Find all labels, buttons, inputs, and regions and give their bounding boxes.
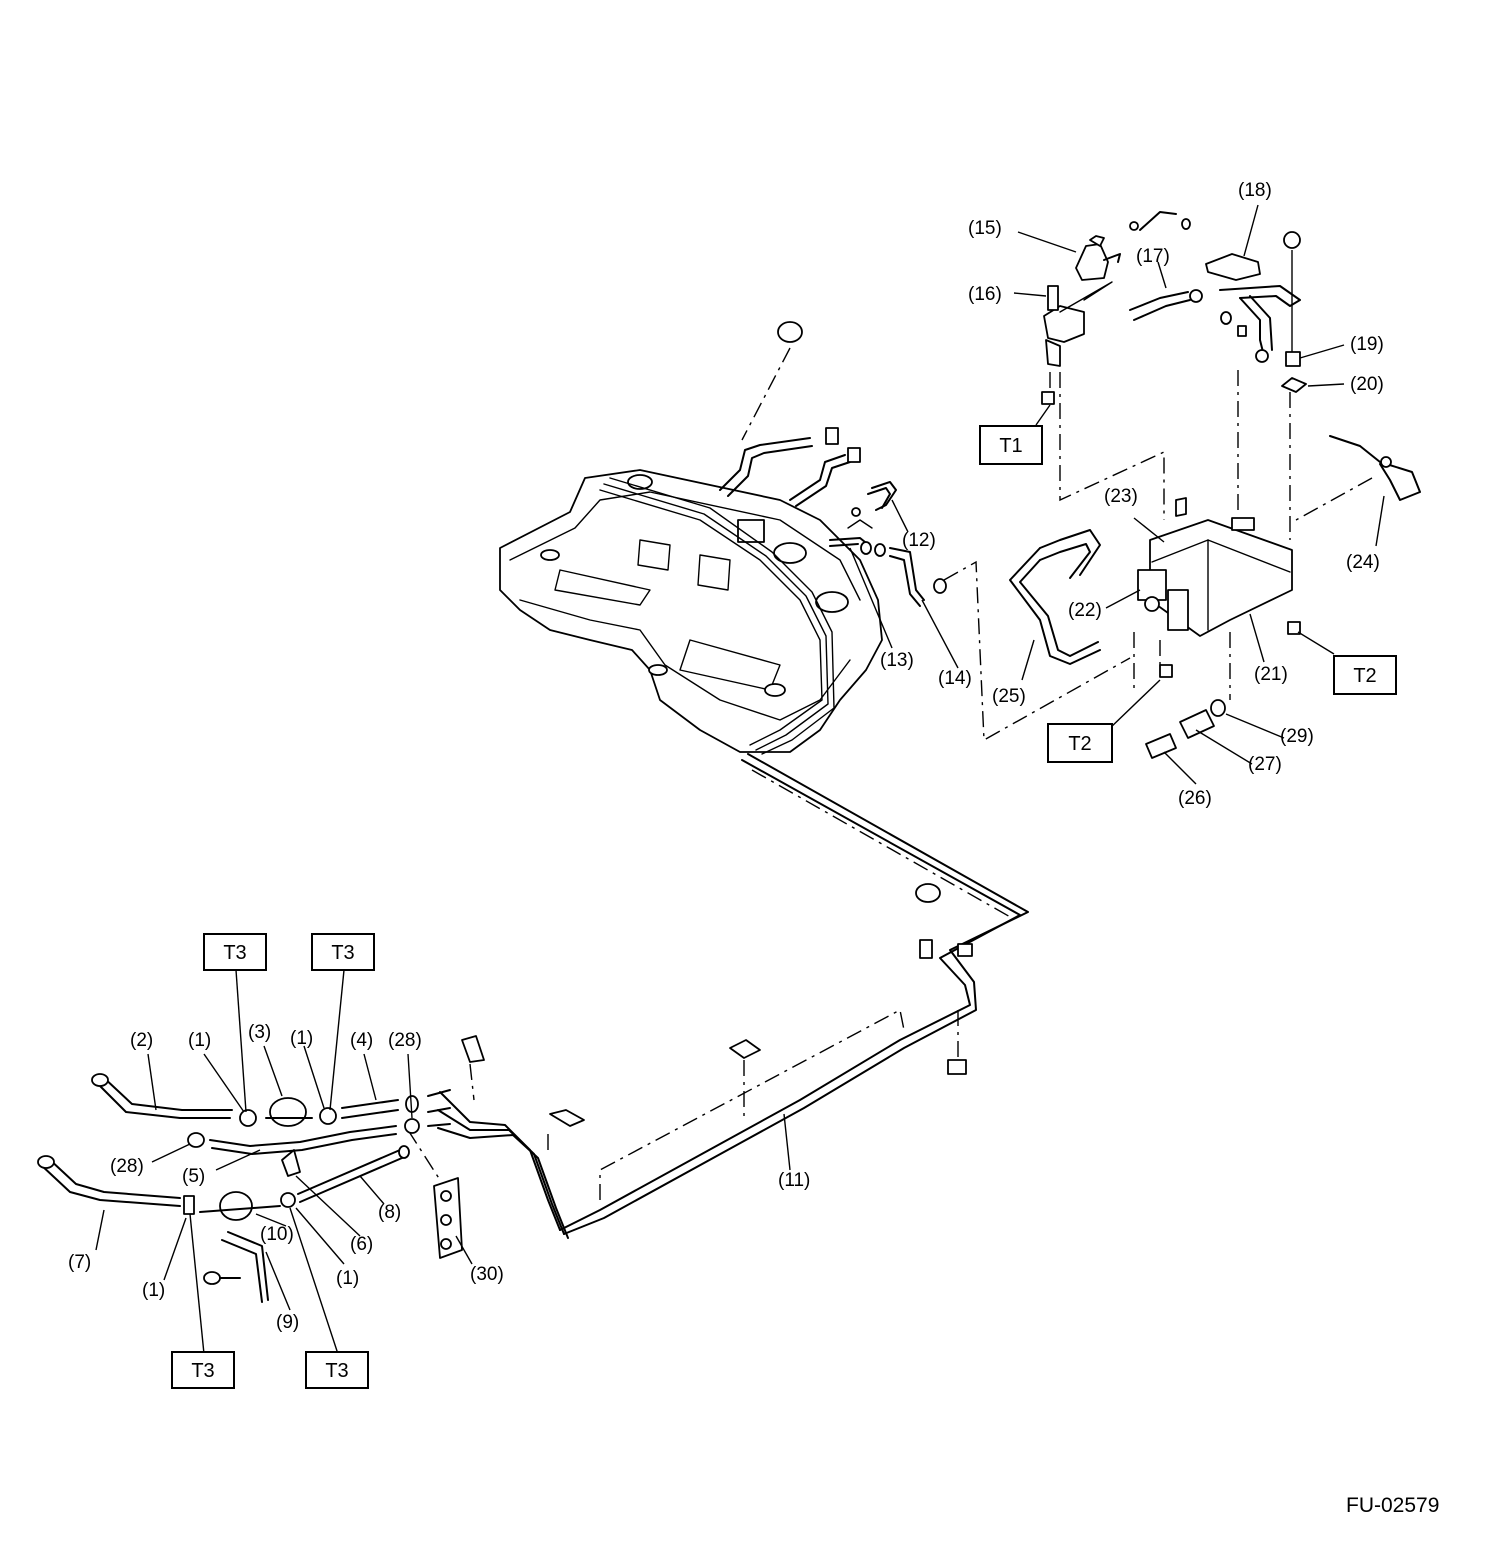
callout-5: (5) — [182, 1166, 205, 1187]
torque-label-t2: T2 — [1047, 723, 1113, 763]
callout-1: (1) — [188, 1030, 211, 1051]
callout-8: (8) — [378, 1202, 401, 1223]
torque-label-t2: T2 — [1333, 655, 1397, 695]
callout-19: (19) — [1350, 334, 1384, 355]
callout-11: (11) — [778, 1170, 810, 1191]
callout-3: (3) — [248, 1022, 271, 1043]
callout-4: (4) — [350, 1030, 373, 1051]
callout-29: (29) — [1280, 726, 1314, 747]
callout-16: (16) — [968, 284, 1002, 305]
callout-labels: (15) (16) (17) (18) (19) (20) (12) (13) … — [68, 180, 1384, 1333]
solenoid-valve-assembly — [1035, 211, 1191, 426]
svg-text:T2: T2 — [1353, 665, 1376, 687]
torque-label-t3: T3 — [305, 1351, 369, 1389]
callout-26: (26) — [1178, 788, 1212, 809]
svg-text:T3: T3 — [325, 1360, 348, 1382]
svg-text:T2: T2 — [1068, 733, 1091, 755]
callout-17: (17) — [1136, 246, 1170, 267]
figure-id: FU-02579 — [1346, 1494, 1439, 1517]
callout-27: (27) — [1248, 754, 1282, 775]
bracket-assembly-18 — [1129, 231, 1307, 393]
callout-leaders — [95, 204, 1385, 1355]
callout-25: (25) — [992, 686, 1026, 707]
callout-21: (21) — [1254, 664, 1288, 685]
callout-22: (22) — [1068, 600, 1102, 621]
lower-left-hoses — [37, 1073, 463, 1303]
fuel-delivery-lines — [437, 753, 1029, 1239]
reference-lines-top-right — [943, 370, 1291, 742]
callout-13: (13) — [880, 650, 914, 671]
callout-30: (30) — [470, 1264, 504, 1285]
svg-text:T3: T3 — [223, 942, 246, 964]
svg-text:T1: T1 — [999, 435, 1022, 457]
torque-label-t3: T3 — [171, 1351, 235, 1389]
callout-20: (20) — [1350, 374, 1384, 395]
callout-24: (24) — [1346, 552, 1380, 573]
svg-text:T3: T3 — [191, 1360, 214, 1382]
canister-21 — [1137, 497, 1301, 678]
callout-18: (18) — [1238, 180, 1272, 201]
svg-text:T3: T3 — [331, 942, 354, 964]
callout-28: (28) — [388, 1030, 422, 1051]
callout-2: (2) — [130, 1030, 153, 1051]
callout-14: (14) — [938, 668, 972, 689]
callout-12: (12) — [902, 530, 936, 551]
torque-label-t3: T3 — [311, 933, 375, 971]
torque-label-t3: T3 — [203, 933, 267, 971]
callout-1: (1) — [142, 1280, 165, 1301]
fuel-tank — [499, 321, 883, 755]
callout-10: (10) — [260, 1224, 294, 1245]
callout-1: (1) — [336, 1268, 359, 1289]
torque-label-t1: T1 — [979, 425, 1043, 465]
callout-7: (7) — [68, 1252, 91, 1273]
callout-15: (15) — [968, 218, 1002, 239]
callout-28: (28) — [110, 1156, 144, 1177]
callout-1: (1) — [290, 1028, 313, 1049]
hose-25 — [1009, 529, 1101, 665]
hose-group-12-13-14 — [829, 481, 947, 607]
callout-6: (6) — [350, 1234, 373, 1255]
filter-parts-26-27-29 — [1145, 632, 1231, 759]
callout-9: (9) — [276, 1312, 299, 1333]
pipe-24 — [1295, 435, 1421, 521]
callout-23: (23) — [1104, 486, 1138, 507]
